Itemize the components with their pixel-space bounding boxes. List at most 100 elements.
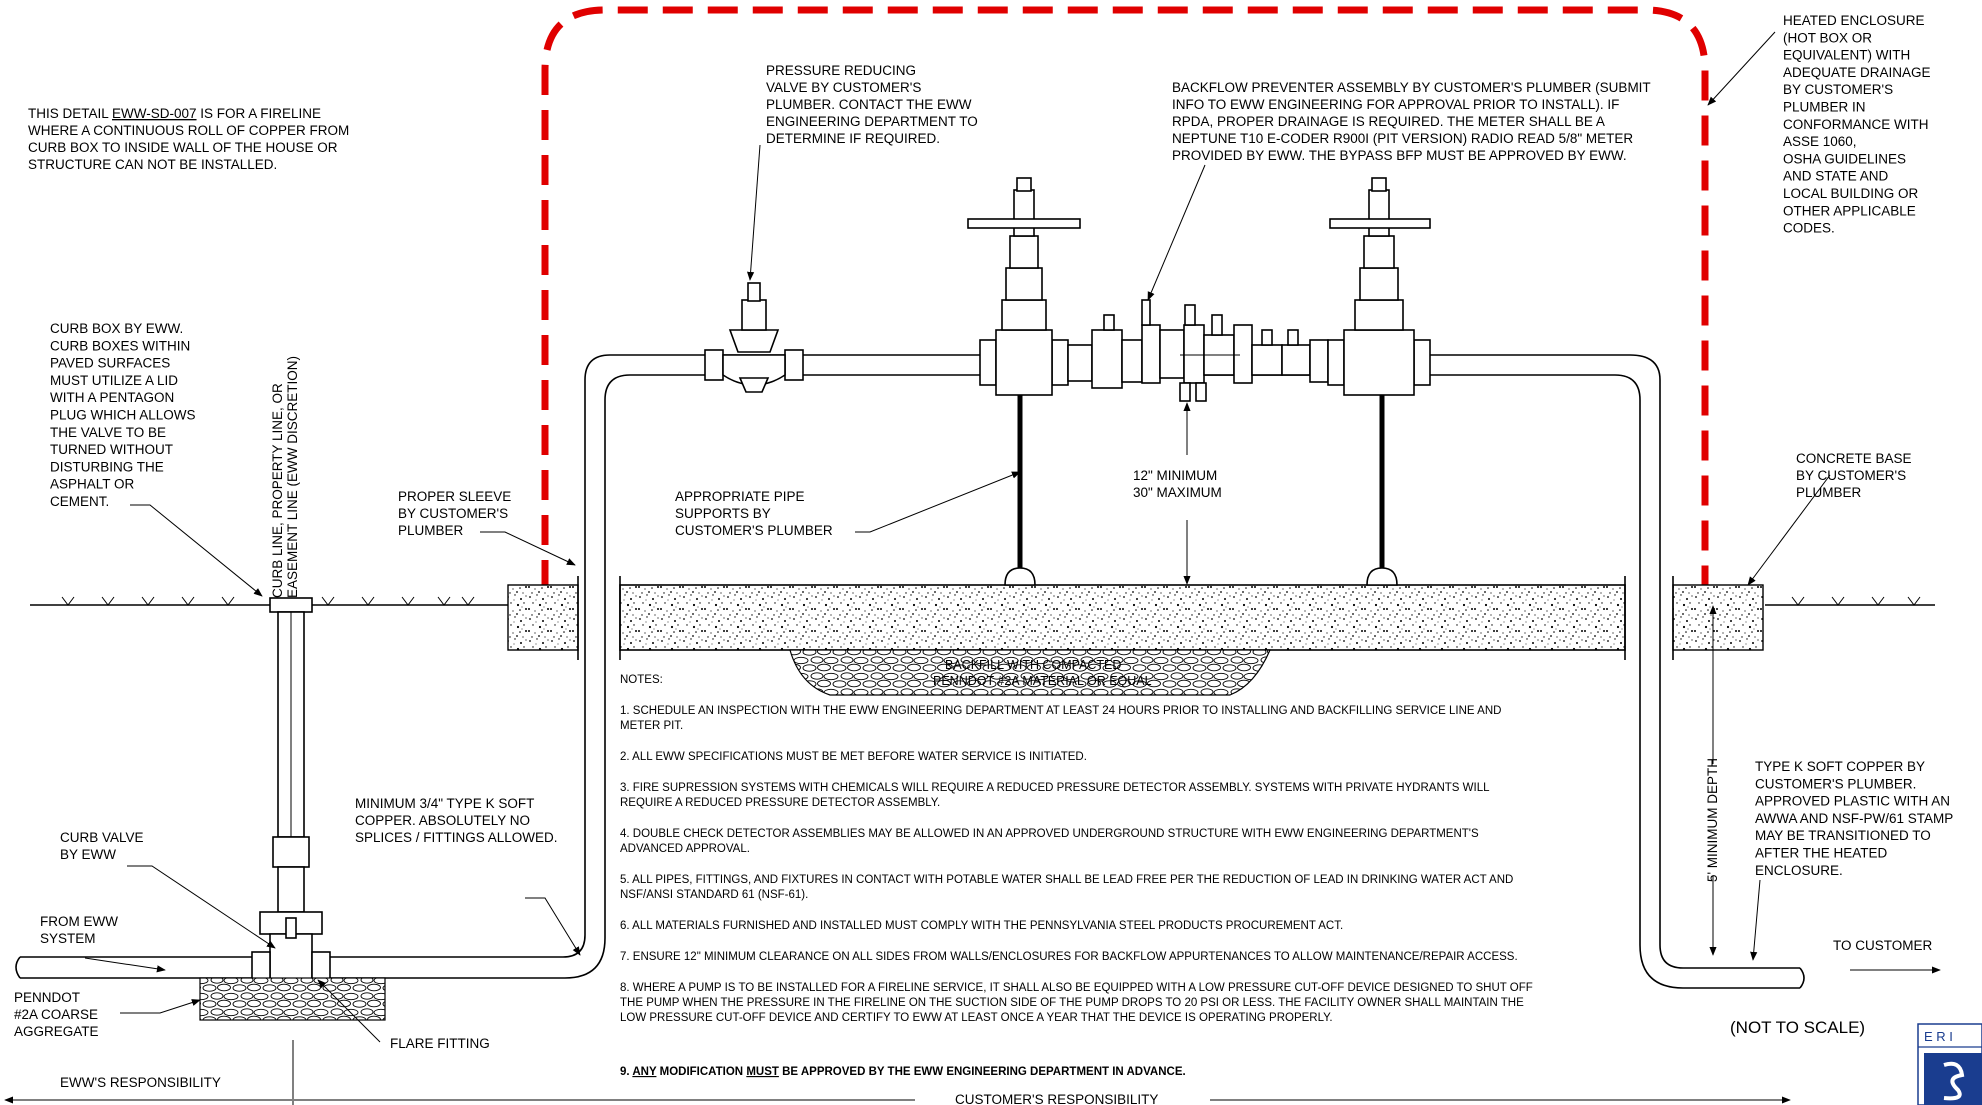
svg-text:#2A COARSE: #2A COARSE [14,1007,98,1022]
svg-text:12" MINIMUM: 12" MINIMUM [1133,468,1217,483]
left-gate-valve [967,177,1081,396]
from-eww-label: FROM EWW SYSTEM [40,914,118,946]
svg-text:VALVE BY CUSTOMER'S: VALVE BY CUSTOMER'S [766,80,921,95]
svg-text:PROPER SLEEVE: PROPER SLEEVE [398,489,511,504]
type-k-line: CUSTOMER'S PLUMBER. [1755,776,1916,791]
aggregate-base [199,977,386,1021]
penndot-label: PENNDOT #2A COARSE AGGREGATE [14,990,99,1039]
svg-text:E R I: E R I [1924,1029,1953,1044]
svg-text:CUSTOMER'S PLUMBER: CUSTOMER'S PLUMBER [675,523,833,538]
svg-text:FROM EWW: FROM EWW [40,914,118,929]
heated-enclosure-line: AND STATE AND [1783,169,1889,184]
curb-valve-label: CURB VALVE BY EWW [60,830,144,862]
note-line: METER PIT. [620,720,683,732]
svg-text:MINIMUM 3/4" TYPE K SOFT: MINIMUM 3/4" TYPE K SOFT [355,796,534,811]
svg-text:PRESSURE REDUCING: PRESSURE REDUCING [766,63,916,78]
svg-text:BY CUSTOMER'S: BY CUSTOMER'S [1796,468,1906,483]
intro-line: WHERE A CONTINUOUS ROLL OF COPPER FROM [28,123,349,138]
backflow-preventer [1067,299,1329,402]
svg-text:SPLICES / FITTINGS ALLOWED.: SPLICES / FITTINGS ALLOWED. [355,830,558,845]
svg-text:INFO TO EWW ENGINEERING FOR AP: INFO TO EWW ENGINEERING FOR APPROVAL PRI… [1172,97,1619,112]
heated-enclosure-line: LOCAL BUILDING OR [1783,186,1919,201]
left-sleeve-concrete [507,584,579,651]
curb-box-line: WITH A PENTAGON [50,390,174,405]
heated-enclosure-line: PLUMBER IN [1783,100,1866,115]
curb-valve [251,911,331,983]
svg-text:BY EWW: BY EWW [60,847,116,862]
svg-text:PLUMBER: PLUMBER [398,523,464,538]
svg-text:PENNDOT: PENNDOT [14,990,80,1005]
curb-box-line: CURB BOXES WITHIN [50,338,190,353]
note-9: 9. ANY MODIFICATION MUST BE APPROVED BY … [620,1066,1186,1078]
heated-enclosure-line: EQUIVALENT) WITH [1783,48,1910,63]
curb-box-line: THE VALVE TO BE [50,425,166,440]
heated-enclosure-line: ADEQUATE DRAINAGE [1783,65,1931,80]
note-line: 6. ALL MATERIALS FURNISHED AND INSTALLED… [620,920,1343,932]
heated-enclosure-line: OSHA GUIDELINES [1783,151,1906,166]
type-k-line: APPROVED PLASTIC WITH AN [1755,794,1950,809]
svg-text:RPDA, PROPER DRAINAGE IS REQUI: RPDA, PROPER DRAINAGE IS REQUIRED. THE M… [1172,114,1605,129]
svg-text:ENGINEERING DEPARTMENT TO: ENGINEERING DEPARTMENT TO [766,114,978,129]
to-customer-label: TO CUSTOMER [1833,938,1933,953]
right-sleeve-concrete [1672,584,1764,651]
note-line: 5. ALL PIPES, FITTINGS, AND FIXTURES IN … [620,874,1513,886]
ground-line [30,596,1935,606]
not-to-scale-label: (NOT TO SCALE) [1730,1018,1865,1037]
svg-text:EASEMENT LINE (EWW DISCRETION): EASEMENT LINE (EWW DISCRETION) [285,356,300,598]
svg-text:COPPER. ABSOLUTELY NO: COPPER. ABSOLUTELY NO [355,813,530,828]
svg-text:EWW'S RESPONSIBILITY: EWW'S RESPONSIBILITY [60,1075,221,1090]
svg-text:BACKFILL WITH COMPACTED: BACKFILL WITH COMPACTED [945,658,1121,672]
heated-enclosure-line: HEATED ENCLOSURE [1783,13,1925,28]
svg-text:THIS DETAIL EWW-SD-007 IS FOR: THIS DETAIL EWW-SD-007 IS FOR A FIRELINE [28,106,321,121]
svg-text:SUPPORTS BY: SUPPORTS BY [675,506,771,521]
heated-enclosure-outline [541,6,1709,590]
type-k-line: MAY BE TRANSITIONED TO [1755,828,1931,843]
note-line: NSF/ANSI STANDARD 61 (NSF-61). [620,889,808,901]
concrete-base-label: CONCRETE BASE BY CUSTOMER'S PLUMBER [1796,451,1912,500]
clearance-label: 12" MINIMUM 30" MAXIMUM [1125,462,1250,504]
heated-enclosure-line: OTHER APPLICABLE [1783,203,1916,218]
note-line: 2. ALL EWW SPECIFICATIONS MUST BE MET BE… [620,751,1087,763]
intro-post: IS FOR A FIRELINE [197,106,322,121]
heated-enclosure-line: (HOT BOX OR [1783,30,1872,45]
responsibility-labels: EWW'S RESPONSIBILITY CUSTOMER'S RESPONSI… [60,1075,1200,1105]
type-k-line: ENCLOSURE. [1755,863,1843,878]
curb-box-line: MUST UTILIZE A LID [50,373,178,388]
pipe-supports [1004,395,1398,586]
heated-enclosure-label: HEATED ENCLOSURE (HOT BOX OR EQUIVALENT) W… [1783,13,1931,236]
curb-box-line: DISTURBING THE [50,459,164,474]
curb-box-line: PAVED SURFACES [50,356,170,371]
intro-line: STRUCTURE CAN NOT BE INSTALLED. [28,157,277,172]
supports-label: APPROPRIATE PIPE SUPPORTS BY CUSTOMER'S … [675,489,833,538]
svg-text:AGGREGATE: AGGREGATE [14,1024,99,1039]
depth-label: 5' MINIMUM DEPTH [1704,758,1720,882]
prv-label: PRESSURE REDUCING VALVE BY CUSTOMER'S PL… [766,63,978,146]
detail-intro-text: THIS DETAIL EWW-SD-007 IS FOR A FIRELINE… [28,106,349,172]
svg-text:CURB LINE, PROPERTY LINE, OR: CURB LINE, PROPERTY LINE, OR [270,383,285,598]
leader-lines [84,31,1941,1043]
heated-enclosure-line: CODES. [1783,221,1835,236]
note-line: 8. WHERE A PUMP IS TO BE INSTALLED FOR A… [620,982,1533,994]
sleeve-label: PROPER SLEEVE BY CUSTOMER'S PLUMBER [398,489,511,538]
responsibility-dividers [4,1040,1791,1105]
svg-text:DETERMINE IF REQUIRED.: DETERMINE IF REQUIRED. [766,131,940,146]
note-line: ADVANCED APPROVAL. [620,843,750,855]
svg-text:PLUMBER. CONTACT THE EWW: PLUMBER. CONTACT THE EWW [766,97,972,112]
svg-text:PLUMBER: PLUMBER [1796,485,1862,500]
notes-heading: NOTES: [620,674,663,686]
svg-text:CUSTOMER'S RESPONSIBILITY: CUSTOMER'S RESPONSIBILITY [955,1092,1158,1105]
svg-text:APPROPRIATE PIPE: APPROPRIATE PIPE [675,489,805,504]
flare-fitting-label: FLARE FITTING [390,1036,490,1051]
copper-label: MINIMUM 3/4" TYPE K SOFT COPPER. ABSOLUT… [355,796,558,845]
heated-enclosure-line: CONFORMANCE WITH [1783,117,1929,132]
curb-box-line: TURNED WITHOUT [50,442,173,457]
svg-text:BACKFLOW PREVENTER ASSEMBLY BY: BACKFLOW PREVENTER ASSEMBLY BY CUSTOMER'… [1172,80,1651,95]
backfill-stone [789,649,1271,696]
svg-text:NEPTUNE T10 E-CODER R900I (PIT: NEPTUNE T10 E-CODER R900I (PIT VERSION) … [1172,131,1633,146]
notes-block: NOTES: 1. SCHEDULE AN INSPECTION WITH TH… [620,674,1533,1024]
curb-box-line: ASPHALT OR [50,477,135,492]
curb-line-label: CURB LINE, PROPERTY LINE, OR EASEMENT LI… [270,356,300,598]
